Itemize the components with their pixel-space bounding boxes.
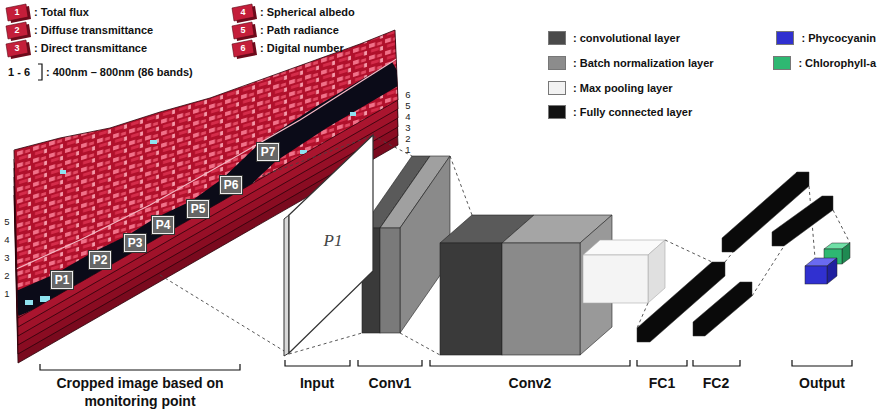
legend-item: : Spherical albedo <box>260 6 355 18</box>
legend-item: : Digital number <box>260 42 344 54</box>
layer-number: 4 <box>405 112 410 123</box>
legend-text: : Total flux <box>34 6 89 18</box>
legend-text: : Phycocyanin <box>801 32 876 44</box>
legend-item: : Path radiance <box>260 24 339 36</box>
layer-number: 5 <box>4 217 9 228</box>
output-cubes <box>805 243 850 284</box>
legend-swatch <box>548 56 566 70</box>
legend-text: : convolutional layer <box>573 32 680 44</box>
marker-label: P3 <box>128 236 143 250</box>
section-label: Cropped image based on monitoring point <box>35 374 245 410</box>
section-label: Input <box>300 375 334 391</box>
marker-label: P7 <box>261 145 276 159</box>
monitoring-point-marker: P6 <box>220 176 243 194</box>
layer-number: 3 <box>405 123 410 134</box>
legend-swatch <box>548 105 566 119</box>
monitoring-point-marker: P5 <box>187 200 210 218</box>
monitoring-point-marker: P1 <box>51 271 74 289</box>
section-label: FC1 <box>649 375 675 391</box>
layer-number: 6 <box>405 90 410 101</box>
legend-item: : Batch normalization layer <box>548 56 714 70</box>
monitoring-point-marker: P2 <box>89 251 112 269</box>
layer-number: 4 <box>4 235 9 246</box>
layer-number: 1 <box>4 289 9 300</box>
legend-text: : Spherical albedo <box>260 6 355 18</box>
section-label: Conv2 <box>509 375 552 391</box>
icon-number: 1 <box>14 7 19 17</box>
marker-label: P2 <box>93 253 108 267</box>
legend-item: : Phycocyanin <box>776 31 876 45</box>
legend-swatch <box>548 81 566 95</box>
legend-swatch <box>773 56 791 70</box>
legend-text: : Fully connected layer <box>573 106 692 118</box>
input-plane: P1 <box>283 133 375 357</box>
section-label: Conv1 <box>369 375 412 391</box>
layer-number: 3 <box>4 253 9 264</box>
legend-item: : convolutional layer <box>548 31 680 45</box>
marker-label: P6 <box>224 178 239 192</box>
icon-number: 2 <box>14 25 19 35</box>
monitoring-point-marker: P4 <box>152 216 175 234</box>
monitoring-point-marker: P3 <box>124 234 147 252</box>
icon-number: 5 <box>240 25 245 35</box>
layer-number: 2 <box>4 271 9 282</box>
conv2-block <box>440 215 665 355</box>
monitoring-point-marker: P7 <box>257 143 280 161</box>
legend-item: : Diffuse transmittance <box>34 24 153 36</box>
band-range: 1 - 6 <box>8 66 30 79</box>
icon-number: 6 <box>240 43 245 53</box>
legend-text: : Path radiance <box>260 24 339 36</box>
legend-item: : Direct transmittance <box>34 42 147 54</box>
section-label: Output <box>799 375 845 391</box>
legend-text: : Batch normalization layer <box>573 57 714 69</box>
icon-number: 3 <box>14 43 19 53</box>
conv1-block <box>362 156 450 333</box>
band-note: : 400nm – 800nm (86 bands) <box>46 66 193 79</box>
legend-text: : Digital number <box>260 42 344 54</box>
marker-label: P1 <box>55 273 70 287</box>
legend-item: : Total flux <box>34 6 89 18</box>
projection-lines <box>160 136 850 355</box>
legend-item: : Max pooling layer <box>548 81 673 95</box>
section-label: FC2 <box>703 375 729 391</box>
legend-item: : Chlorophyll-a <box>773 56 876 70</box>
legend-swatch <box>548 31 566 45</box>
hyperspectral-stack <box>14 30 398 363</box>
legend-icons <box>6 4 257 80</box>
brackets <box>40 360 852 370</box>
input-label: P1 <box>324 231 343 251</box>
legend-text: : Max pooling layer <box>573 82 673 94</box>
layer-number: 2 <box>405 134 410 145</box>
marker-label: P4 <box>156 218 171 232</box>
fc-bars <box>637 172 833 342</box>
layer-number: 1 <box>405 145 410 156</box>
legend-item: : Fully connected layer <box>548 105 692 119</box>
legend-text: : Chlorophyll-a <box>798 57 876 69</box>
legend-text: : Direct transmittance <box>34 42 147 54</box>
marker-label: P5 <box>191 202 206 216</box>
legend-text: : Diffuse transmittance <box>34 24 153 36</box>
legend-swatch <box>776 31 794 45</box>
icon-number: 4 <box>240 7 245 17</box>
layer-number: 5 <box>405 101 410 112</box>
